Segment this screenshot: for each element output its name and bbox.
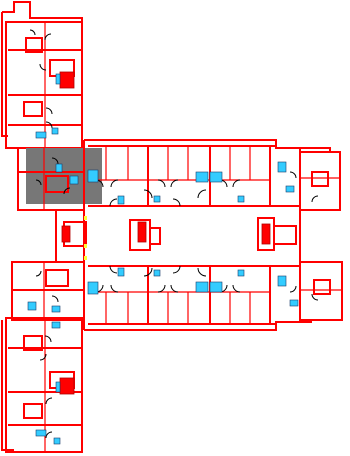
fixture-icon xyxy=(195,281,209,293)
core-right xyxy=(261,223,271,245)
upper-left-wing xyxy=(1,1,83,149)
fixture-icon xyxy=(55,73,61,85)
fixture-icon xyxy=(209,171,223,183)
fixture-icon xyxy=(27,301,37,311)
shaft-upper xyxy=(59,71,75,89)
fixture-icon xyxy=(35,131,47,139)
fixture-icon xyxy=(237,269,245,277)
fixture-icon xyxy=(35,429,47,437)
fixture-icon xyxy=(289,299,299,307)
fixture-icon xyxy=(237,195,245,203)
core-left xyxy=(61,225,71,243)
lower-connector-block xyxy=(11,261,85,321)
fixture-icon xyxy=(53,437,61,445)
fixture-icon xyxy=(209,281,223,293)
fixture-icon xyxy=(51,127,59,135)
fixture-icon xyxy=(117,195,125,205)
stair-icon xyxy=(84,216,87,220)
fixture-icon xyxy=(87,169,99,183)
lower-left-wing xyxy=(1,317,83,453)
fixture-icon xyxy=(55,163,63,173)
fixture-icon xyxy=(117,267,125,277)
fixture-icon xyxy=(285,185,295,193)
fixture-icon xyxy=(277,275,287,287)
fixture-icon xyxy=(277,161,287,173)
fixture-icon xyxy=(153,195,161,203)
shaft-lower xyxy=(59,377,75,395)
fixture-icon xyxy=(51,321,61,329)
fixture-icon xyxy=(87,281,99,295)
fixture-icon xyxy=(69,175,79,185)
stair-icon xyxy=(84,256,87,260)
fixture-icon xyxy=(195,171,209,183)
central-block xyxy=(55,139,331,331)
fixture-icon xyxy=(51,305,61,313)
fixture-icon xyxy=(153,269,161,277)
right-wing xyxy=(276,147,343,323)
core-middle xyxy=(137,221,147,243)
fixture-icon xyxy=(55,381,61,393)
stair-icon xyxy=(84,244,87,248)
